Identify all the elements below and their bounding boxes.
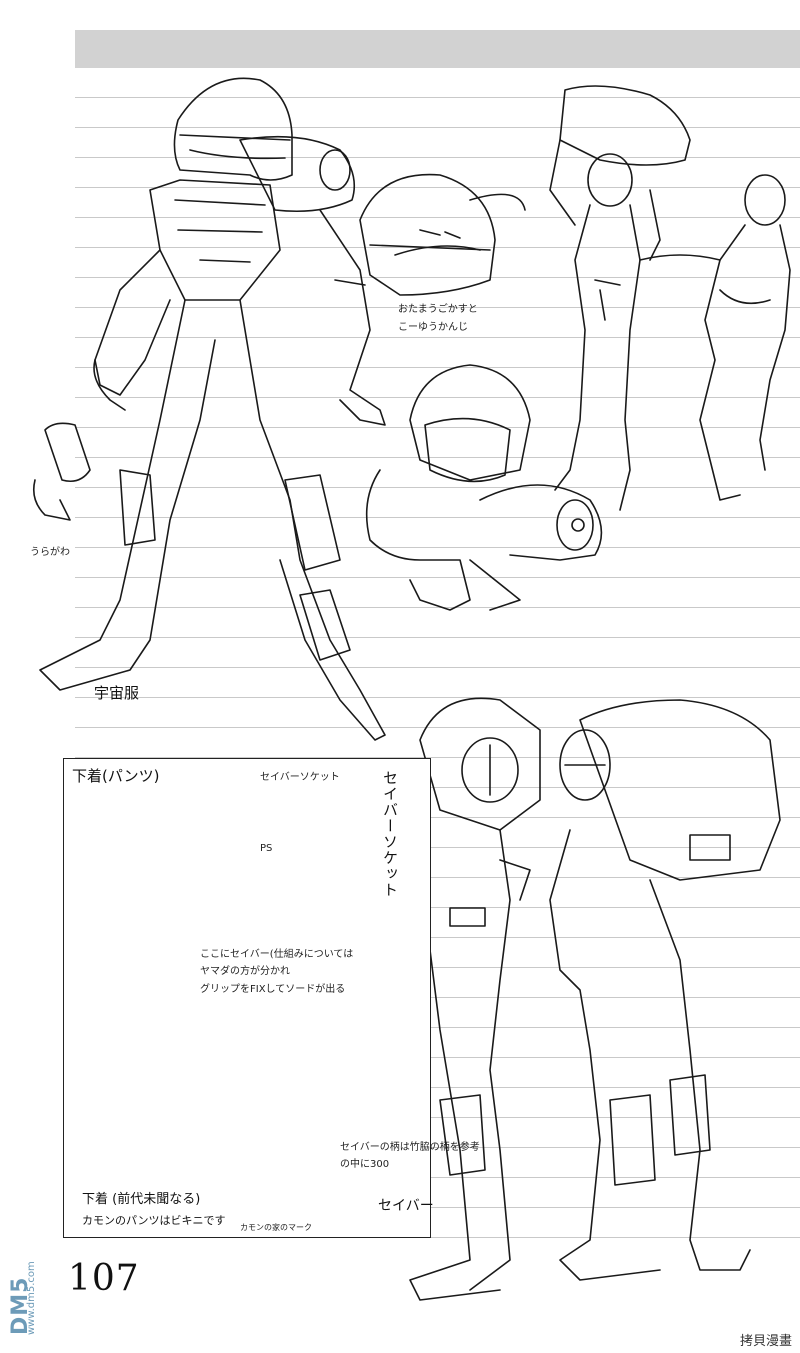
helmet-note-2: こーゆうかんじ (398, 322, 468, 333)
helmet-detail (359, 173, 526, 296)
girl-figure-2 (639, 174, 791, 501)
spacesuit-back-view (549, 699, 781, 1281)
socket-note-1: ここにセイバー(仕組みについては (200, 949, 354, 960)
helmet-note-1: おたまうごかすと (398, 304, 478, 315)
header-band (75, 30, 800, 68)
hand-note: うらがわ (30, 547, 70, 558)
watermark-domain: www.dm5.com (26, 1261, 37, 1335)
watermark-bottom-right: 拷貝漫畫 (739, 1334, 792, 1349)
underwear-title: 下着(パンツ) (72, 767, 160, 785)
socket-note-3: グリップをFIXしてソードが出る (200, 984, 346, 995)
saber-socket-vertical-label: セイバーソケット (381, 770, 399, 898)
girl-figure-1 (549, 85, 691, 511)
underwear-note-1: 下着 (前代未聞なる) (82, 1192, 201, 1207)
spacesuit-figure-large (32, 77, 386, 741)
saber-socket-small-label: セイバーソケット (260, 772, 340, 783)
head-in-suit-figure (365, 364, 603, 611)
saber-note-2: の中に300 (340, 1159, 390, 1170)
saber-note-1: セイバーの柄は竹脇の柄を参考 (340, 1142, 480, 1153)
underwear-saber-panel (63, 758, 431, 1238)
page-number: 107 (68, 1258, 140, 1299)
saber-label: セイバー (378, 1198, 434, 1214)
spacesuit-label: 宇宙服 (94, 684, 140, 702)
underwear-note-2: カモンのパンツはビキニです (82, 1214, 226, 1227)
ps-note: PS (260, 843, 273, 854)
socket-note-2: ヤマダの方が分かれ (200, 966, 290, 977)
mark-note: カモンの家のマーク (240, 1223, 312, 1232)
